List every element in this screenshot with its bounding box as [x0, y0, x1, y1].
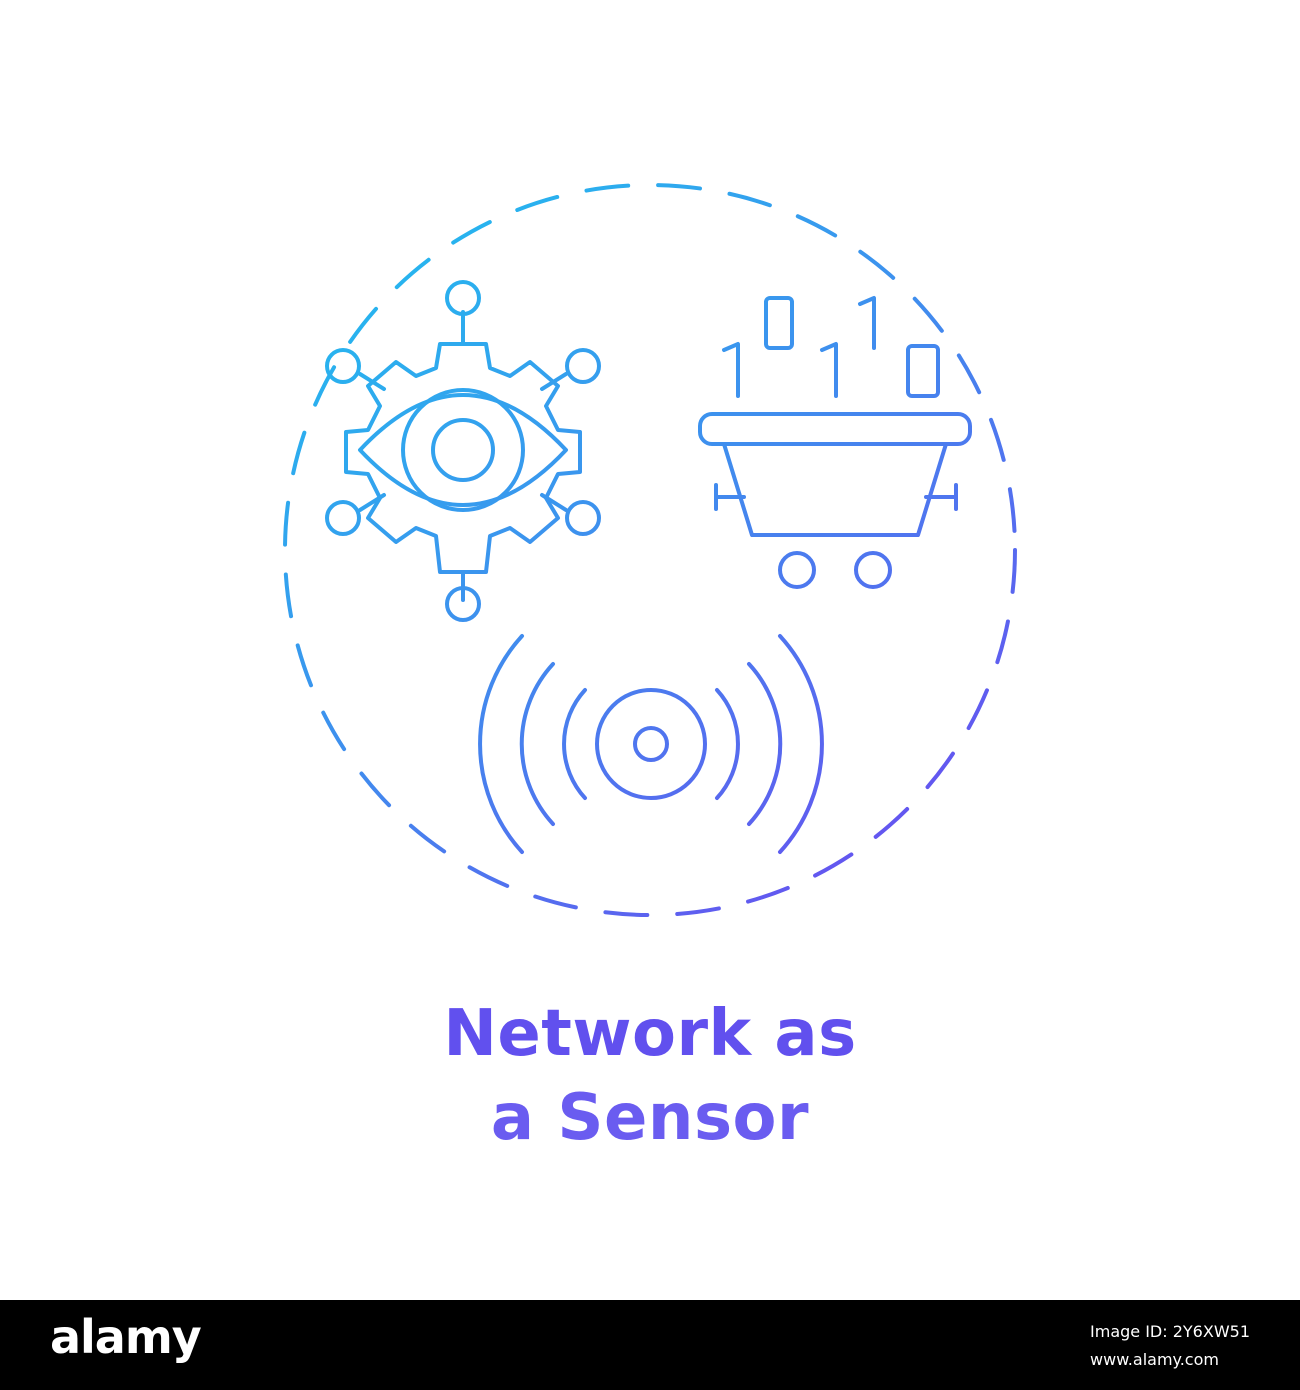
eye-gear-network-icon — [325, 280, 601, 622]
signal-waves-icon — [478, 634, 824, 854]
site-url: www.alamy.com — [1090, 1350, 1219, 1369]
brand-logo: alamy — [50, 1310, 202, 1364]
watermark-bar: alamy Image ID: 2Y6XW51 www.alamy.com — [0, 1300, 1300, 1390]
caption-line-2: a Sensor — [490, 1081, 810, 1155]
icon-art — [283, 183, 1017, 917]
image-id-block: Image ID: 2Y6XW51 www.alamy.com — [1090, 1318, 1250, 1374]
image-id: Image ID: 2Y6XW51 — [1090, 1322, 1250, 1341]
dashed-ring — [283, 183, 1017, 917]
caption-title: Network as a Sensor — [0, 992, 1300, 1160]
data-mining-cart-icon — [698, 296, 972, 589]
caption-line-1: Network as — [443, 997, 857, 1071]
